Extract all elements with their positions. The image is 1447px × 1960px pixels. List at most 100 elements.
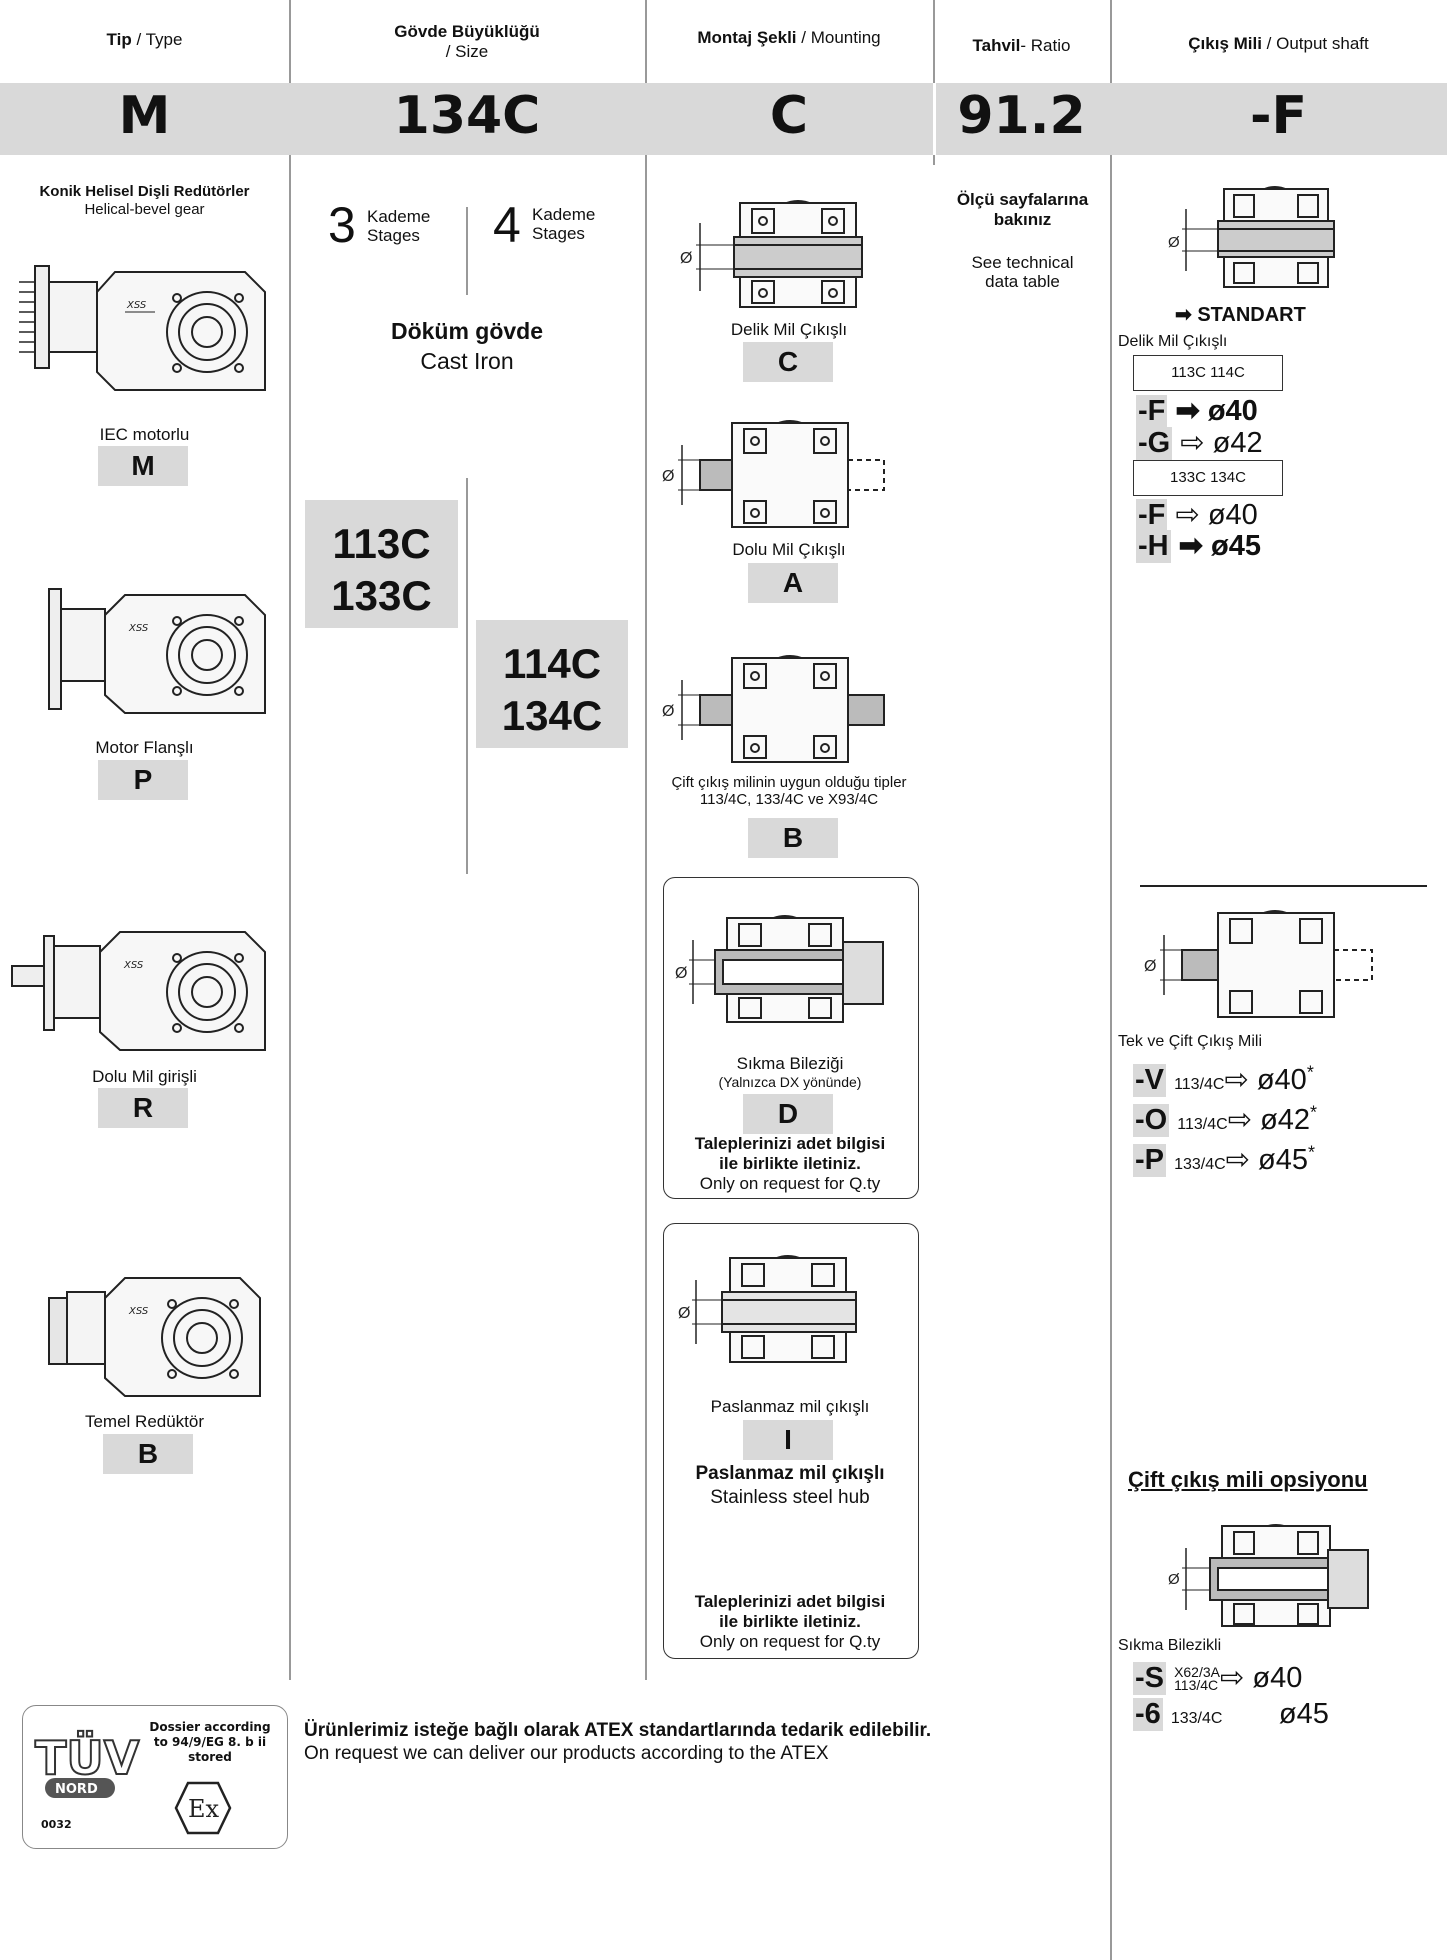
type-title: Konik Helisel Dişli Redütörler — [39, 183, 250, 200]
mount-label-d: Sıkma Bileziği — [736, 1054, 844, 1073]
stage4-number: 4 — [493, 197, 521, 253]
standart-label: ➡ STANDART — [1175, 304, 1306, 326]
header-ratio: Tahvil- Ratio — [972, 36, 1071, 55]
material-en: Cast Iron — [420, 348, 514, 374]
mount-shrink-disc-drawing: Ø — [675, 915, 884, 1023]
shaft-option-f-40: -F ➡ ø40 — [1136, 395, 1258, 428]
shaft-solid-drawing: Ø — [1144, 910, 1373, 1018]
column-divider — [1110, 0, 1112, 1960]
type-code-p: P — [98, 760, 188, 800]
shaft-option-g-42: -G ⇨ ø42 — [1136, 427, 1263, 460]
arrow-right-outline-icon: ⇨ — [1224, 1064, 1249, 1096]
diameter-symbol: Ø — [678, 1305, 690, 1322]
type-code-r: R — [98, 1088, 188, 1128]
size-group-1: 113C 114C — [1133, 355, 1283, 391]
mount-i-title-tr: Paslanmaz mil çıkışlı — [695, 1463, 885, 1484]
diameter-symbol: Ø — [675, 965, 687, 982]
type-subtitle: Helical-bevel gear — [84, 201, 205, 218]
mount-i-request-en: Only on request for Q.ty — [699, 1632, 881, 1651]
arrow-right-icon: ➡ — [1175, 304, 1192, 326]
section-divider — [1140, 885, 1427, 887]
column-divider — [289, 0, 291, 1680]
code-output-shaft: -F — [1249, 86, 1308, 146]
gearbox-iec-motor-drawing: XSS — [19, 265, 266, 391]
arrow-right-outline-icon: ⇨ — [1227, 1104, 1252, 1136]
atex-note-en: On request we can deliver our products a… — [304, 1743, 829, 1764]
header-mounting: Montaj Şekli / Mounting — [697, 28, 881, 47]
stage3-number: 3 — [328, 197, 356, 253]
type-code-m: M — [98, 446, 188, 486]
type-label-r: Dolu Mil girişli — [92, 1067, 197, 1086]
arrow-right-outline-icon: ⇨ — [1220, 1662, 1245, 1694]
type-label-m: IEC motorlu — [99, 425, 190, 444]
svg-text:Ex: Ex — [188, 1795, 220, 1823]
mount-label-d-note: (Yalnızca DX yönünde) — [718, 1074, 862, 1090]
shaft-clamp-drawing: Ø — [1168, 1524, 1369, 1627]
stage-divider — [466, 478, 468, 874]
hollow-shaft-label: Delik Mil Çıkışlı — [1118, 333, 1228, 350]
shaft-option-f-40-b: -F ⇨ ø40 — [1136, 499, 1258, 532]
mount-code-c: C — [743, 342, 833, 382]
material-tr: Döküm gövde — [390, 318, 544, 344]
size-group-2: 133C 134C — [1133, 460, 1283, 496]
mount-solid-shaft-drawing: Ø — [662, 420, 885, 528]
double-output-title: Çift çıkış mili opsiyonu — [1128, 1467, 1368, 1492]
svg-text:NORD: NORD — [55, 1782, 98, 1797]
mount-hollow-shaft-drawing: Ø — [680, 200, 863, 308]
shaft-option-h-45: -H ➡ ø45 — [1136, 530, 1262, 563]
gearbox-solid-input-drawing: XSS — [11, 931, 266, 1051]
mount-d-request-en: Only on request for Q.ty — [699, 1174, 881, 1193]
column-divider — [645, 0, 647, 1680]
arrow-right-outline-icon: ⇨ — [1180, 427, 1205, 459]
column-divider — [933, 0, 935, 165]
arrow-right-solid-icon: ➡ — [1175, 395, 1200, 427]
mount-shrink-disc-frame — [663, 877, 919, 1199]
arrow-right-outline-icon: ⇨ — [1175, 499, 1200, 531]
diameter-symbol: Ø — [662, 703, 674, 720]
cert-number: 0032 — [41, 1818, 72, 1831]
diameter-symbol: Ø — [1168, 234, 1180, 251]
code-size: 134C — [393, 86, 541, 146]
code-ratio: 91.2 — [957, 86, 1086, 146]
gearbox-motor-flange-drawing: XSS — [48, 588, 266, 714]
diameter-symbol: Ø — [680, 250, 692, 267]
mount-code-i: I — [743, 1420, 833, 1460]
code-type: M — [118, 86, 171, 146]
gearbox-basic-drawing: XSS — [48, 1277, 261, 1397]
shaft-option-o: -O 113/4C⇨ ø42* — [1133, 1102, 1318, 1137]
arrow-right-solid-icon: ➡ — [1178, 530, 1203, 562]
band-divider — [933, 83, 936, 155]
stage-divider — [466, 207, 468, 295]
mount-stainless-frame — [663, 1223, 919, 1659]
atex-note-tr: Ürünlerimiz isteğe bağlı olarak ATEX sta… — [304, 1720, 932, 1741]
mount-double-shaft-drawing: Ø — [662, 655, 885, 763]
mount-code-a: A — [748, 563, 838, 603]
type-code-b: B — [103, 1434, 193, 1474]
svg-text:TÜV: TÜV — [35, 1731, 140, 1785]
mount-label-i: Paslanmaz mil çıkışlı — [710, 1397, 870, 1416]
type-label-p: Motor Flanşlı — [95, 738, 194, 757]
mount-label-a: Dolu Mil Çıkışlı — [732, 540, 846, 559]
arrow-right-outline-icon: ⇨ — [1225, 1144, 1250, 1176]
header-output-shaft: Çıkış Mili / Output shaft — [1188, 34, 1369, 53]
ex-hexagon-icon: Ex — [174, 1781, 232, 1835]
diameter-symbol: Ø — [1144, 958, 1156, 975]
clamp-label: Sıkma Bilezikli — [1118, 1637, 1222, 1654]
mount-i-title-en: Stainless steel hub — [710, 1487, 870, 1508]
header-type: Tip / Type — [106, 30, 183, 49]
mount-label-c: Delik Mil Çıkışlı — [730, 320, 848, 339]
shaft-option-v: -V 113/4C⇨ ø40* — [1133, 1062, 1314, 1097]
shaft-hollow-drawing: Ø — [1168, 186, 1335, 288]
diameter-symbol: Ø — [1168, 1571, 1180, 1588]
brand-mark: XSS — [128, 1306, 149, 1317]
